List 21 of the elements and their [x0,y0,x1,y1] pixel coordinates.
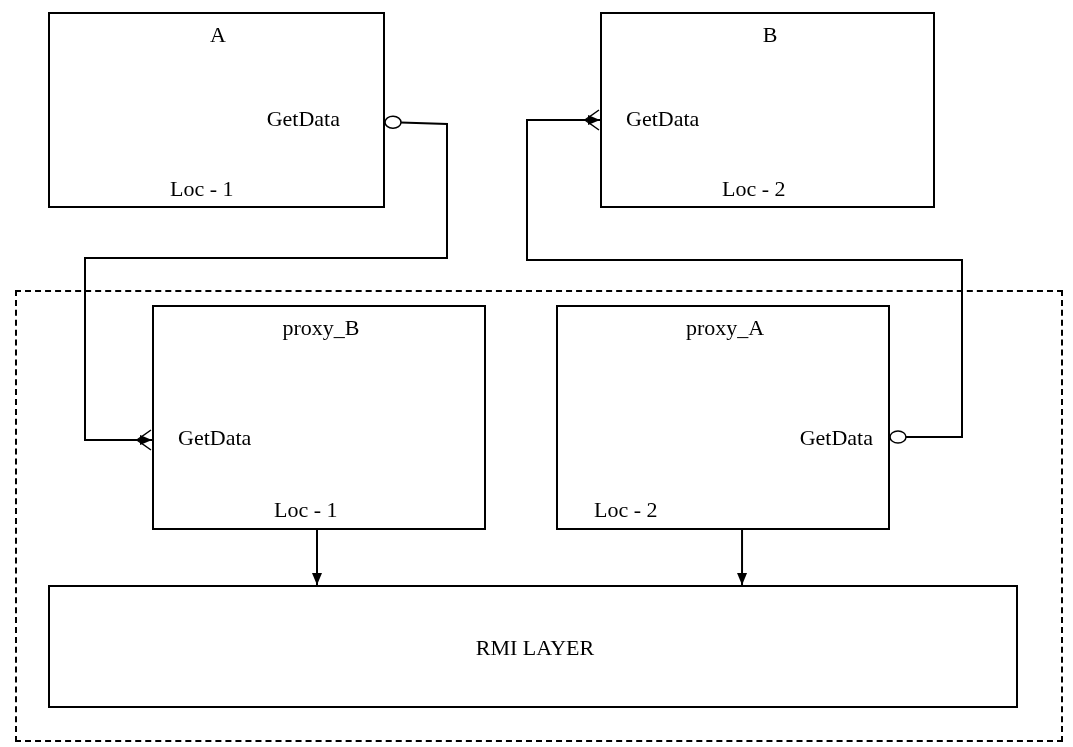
location-label: Loc - 1 [170,176,234,202]
interface-label: GetData [266,106,340,132]
location-label: Loc - 1 [274,497,338,523]
box-title: proxy_B [282,315,360,341]
component-box [48,12,385,208]
box-title: A [210,22,226,48]
interface-label: GetData [178,425,252,451]
location-label: Loc - 2 [594,497,658,523]
interface-connector [526,115,963,444]
arrow [737,529,748,586]
arrow [312,529,322,586]
layer-box [48,585,1018,708]
dashed-boundary [15,290,1063,742]
box-title: RMI LAYER [475,635,595,661]
box-title: B [762,22,778,48]
interface-connector [84,115,448,445]
box-title: proxy_A [685,315,765,341]
interface-label: GetData [626,106,700,132]
proxy-box [556,305,890,530]
interface-label: GetData [799,425,873,451]
location-label: Loc - 2 [722,176,786,202]
